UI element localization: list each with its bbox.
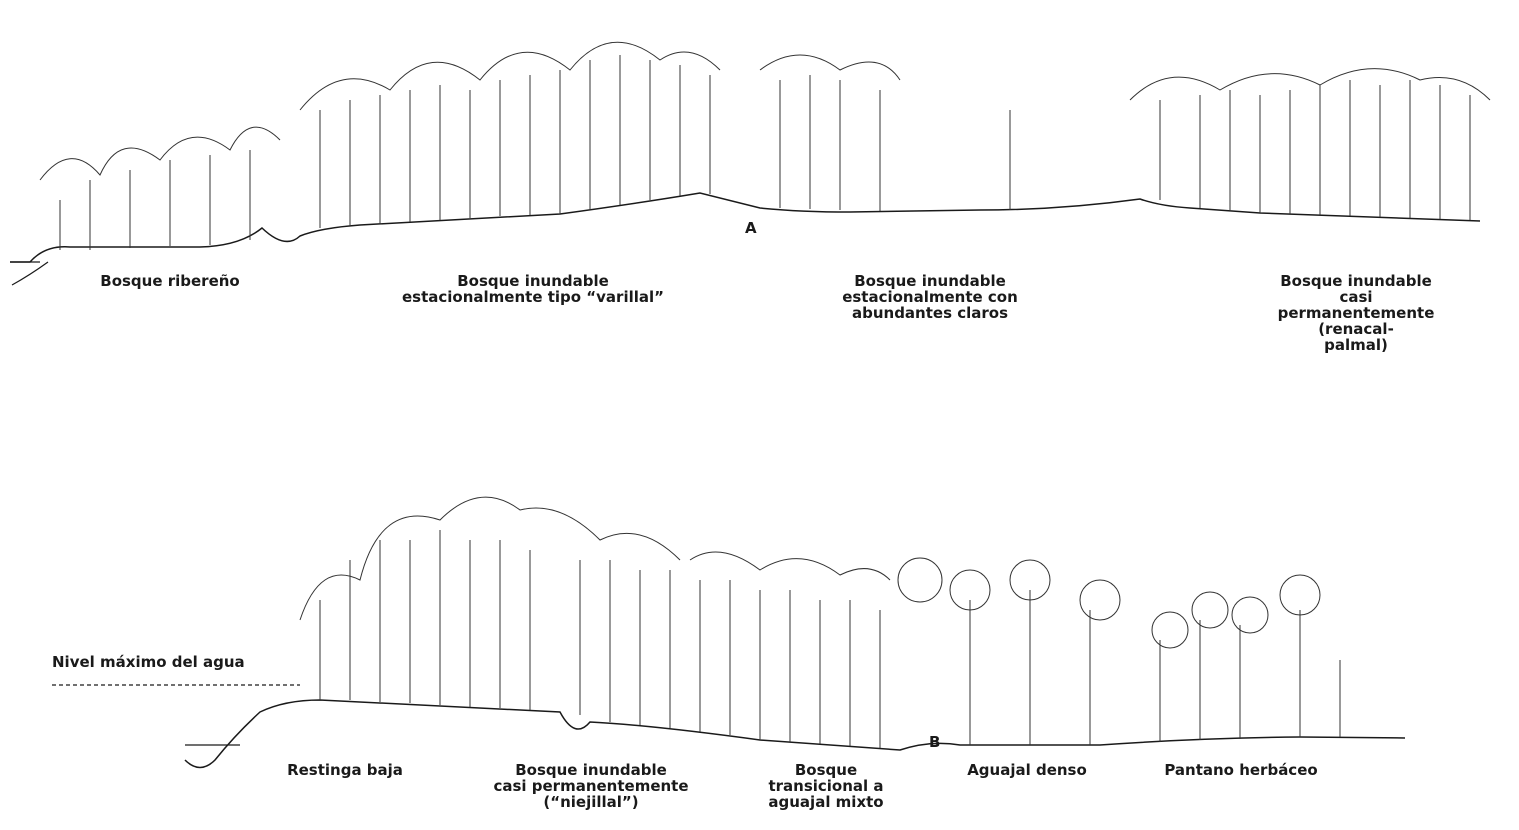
panel-b-letter: B [929, 733, 940, 751]
label-restinga-baja: Restinga baja [287, 762, 403, 778]
panel-a-letter: A [745, 219, 757, 237]
label-bosque-claros: Bosque inundable estacionalmente con abu… [842, 273, 1018, 321]
label-pantano-herbaceo: Pantano herbáceo [1164, 762, 1317, 778]
panel-b-ground-line [185, 700, 1405, 768]
panel-b-vegetation [300, 497, 1340, 748]
label-nivel-maximo-agua: Nivel máximo del agua [52, 653, 245, 671]
panel-a-vegetation [40, 42, 1490, 250]
label-bosque-varillal: Bosque inundable estacionalmente tipo “v… [402, 273, 664, 305]
label-bosque-ribereno: Bosque ribereño [100, 273, 239, 289]
label-aguajal-denso: Aguajal denso [967, 762, 1087, 778]
label-bosque-renacal-palmal: Bosque inundable casi permanentemente (r… [1275, 273, 1438, 353]
label-bosque-transicional: Bosque transicional a aguajal mixto [768, 762, 883, 810]
label-bosque-niejillal: Bosque inundable casi permanentemente (“… [493, 762, 688, 810]
panel-a-left-bank [12, 262, 48, 285]
